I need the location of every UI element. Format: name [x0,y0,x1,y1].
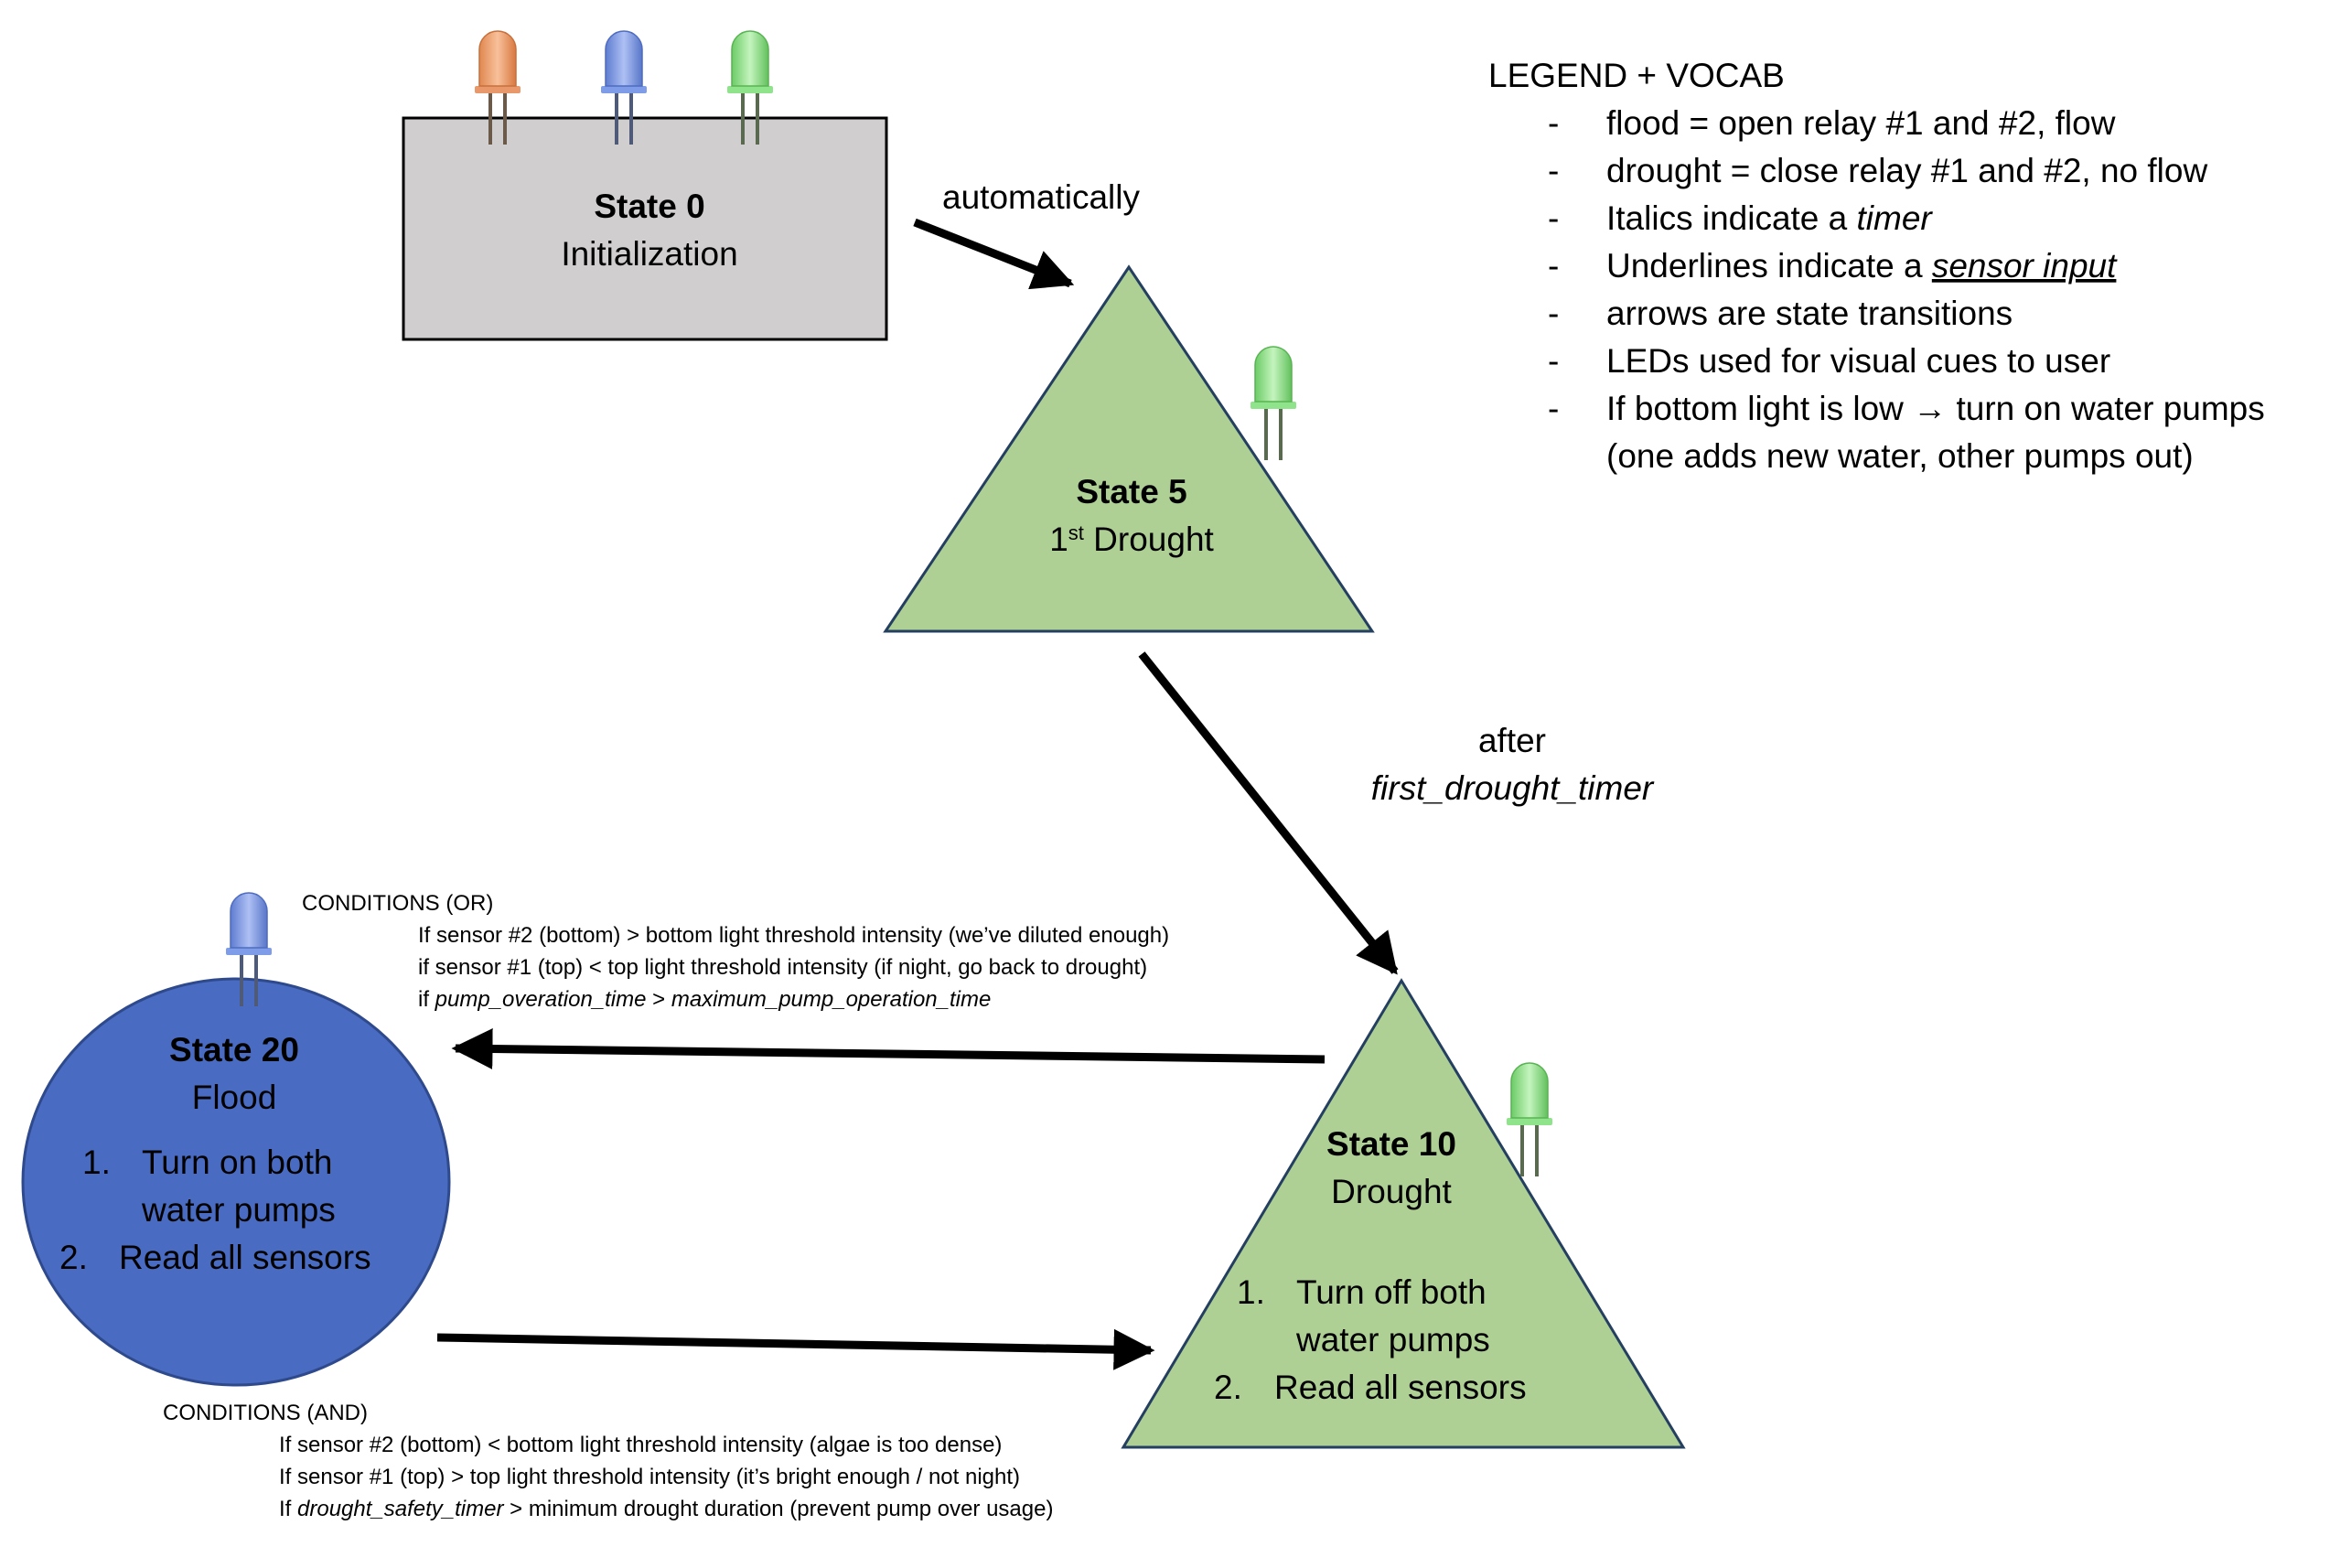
conditions-or-line-2: if sensor #1 (top) < top light threshold… [418,955,1147,980]
conditions-or-line-3: if pump_overation_time > maximum_pump_op… [418,987,991,1012]
state-0-box [402,116,888,341]
state-10-subtitle: Drought [1331,1173,1452,1210]
legend-dash: - [1548,199,1559,237]
legend: LEGEND + VOCAB - flood = open relay #1 a… [1488,57,2265,475]
state-0-node: State 0 Initialization [402,116,888,341]
conditions-and-block: CONDITIONS (AND) If sensor #2 (bottom) <… [163,1401,1053,1521]
legend-heading: LEGEND + VOCAB [1488,57,1785,94]
legend-dash: - [1548,152,1559,189]
state-10-node: State 10 Drought 1. Turn off both water … [1121,978,1686,1449]
green-led-icon [1507,1062,1552,1176]
state-5-subtitle: 1st Drought [1049,521,1214,558]
state-20-step-2-number: 2. [59,1239,88,1276]
timer-transition-after-label: after [1478,722,1546,759]
state-10-step-1-number: 1. [1237,1273,1265,1311]
superscript: st [1068,521,1084,544]
conditions-and-line-3: If drought_safety_timer > minimum drough… [279,1497,1053,1521]
auto-transition-label: automatically [942,178,1140,216]
state-10-step-2-number: 2. [1214,1369,1242,1406]
state-5-node: State 5 1st Drought [883,264,1375,633]
conditions-or-heading: CONDITIONS (OR) [302,891,493,916]
state-5-title: State 5 [1076,473,1186,510]
state-20-step-1-text: Turn on both [142,1144,332,1181]
legend-item-italics: Italics indicate a timer [1606,199,1933,237]
state-0-title: State 0 [594,188,704,225]
timer-transition-arrow [1138,651,1399,975]
state-10-step-1-text-cont: water pumps [1295,1321,1490,1359]
legend-item-drought: drought = close relay #1 and #2, no flow [1606,152,2207,189]
state-20-circle [21,977,451,1387]
legend-dash: - [1548,104,1559,142]
legend-item-pumps-continuation: (one adds new water, other pumps out) [1606,437,2194,475]
orange-led-icon [475,30,521,145]
green-led-icon [1251,346,1296,460]
green-led-icon [727,30,773,145]
state-10-step-1-text: Turn off both [1296,1273,1487,1311]
conditions-or-line-1: If sensor #2 (bottom) > bottom light thr… [418,923,1169,948]
drought-to-flood-arrow [451,1028,1326,1070]
conditions-and-line-2: If sensor #1 (top) > top light threshold… [279,1465,1020,1489]
blue-led-icon [226,892,272,1006]
legend-dash: - [1548,342,1559,380]
state-10-step-2-text: Read all sensors [1274,1369,1527,1406]
legend-item-leds: LEDs used for visual cues to user [1606,342,2110,380]
legend-item-underlines: Underlines indicate a sensor input [1606,247,2118,285]
state-20-subtitle: Flood [192,1079,277,1116]
state-20-title: State 20 [169,1031,299,1069]
conditions-and-heading: CONDITIONS (AND) [163,1401,368,1425]
legend-item-flood: flood = open relay #1 and #2, flow [1606,104,2116,142]
conditions-and-line-1: If sensor #2 (bottom) < bottom light thr… [279,1433,1002,1457]
state-10-triangle [1121,978,1686,1449]
state-0-subtitle: Initialization [561,235,737,273]
legend-dash: - [1548,295,1559,332]
blue-led-icon [601,30,647,145]
state-20-step-2-text: Read all sensors [119,1239,371,1276]
state-20-step-1-number: 1. [82,1144,111,1181]
legend-item-pumps: If bottom light is low → turn on water p… [1606,390,2265,427]
legend-item-arrows: arrows are state transitions [1606,295,2013,332]
state-10-title: State 10 [1326,1125,1456,1163]
auto-transition-arrow [913,218,1075,290]
conditions-or-block: CONDITIONS (OR) If sensor #2 (bottom) > … [302,891,1169,1012]
legend-dash: - [1548,247,1559,285]
state-20-step-1-text-cont: water pumps [141,1191,336,1229]
right-arrow-icon: → [1913,390,1947,427]
state-20-node: State 20 Flood 1. Turn on both water pum… [21,977,451,1387]
state-5-triangle [883,264,1375,633]
timer-transition-timer-label: first_drought_timer [1371,769,1655,807]
legend-dash: - [1548,390,1559,427]
flood-to-drought-arrow [436,1328,1155,1370]
